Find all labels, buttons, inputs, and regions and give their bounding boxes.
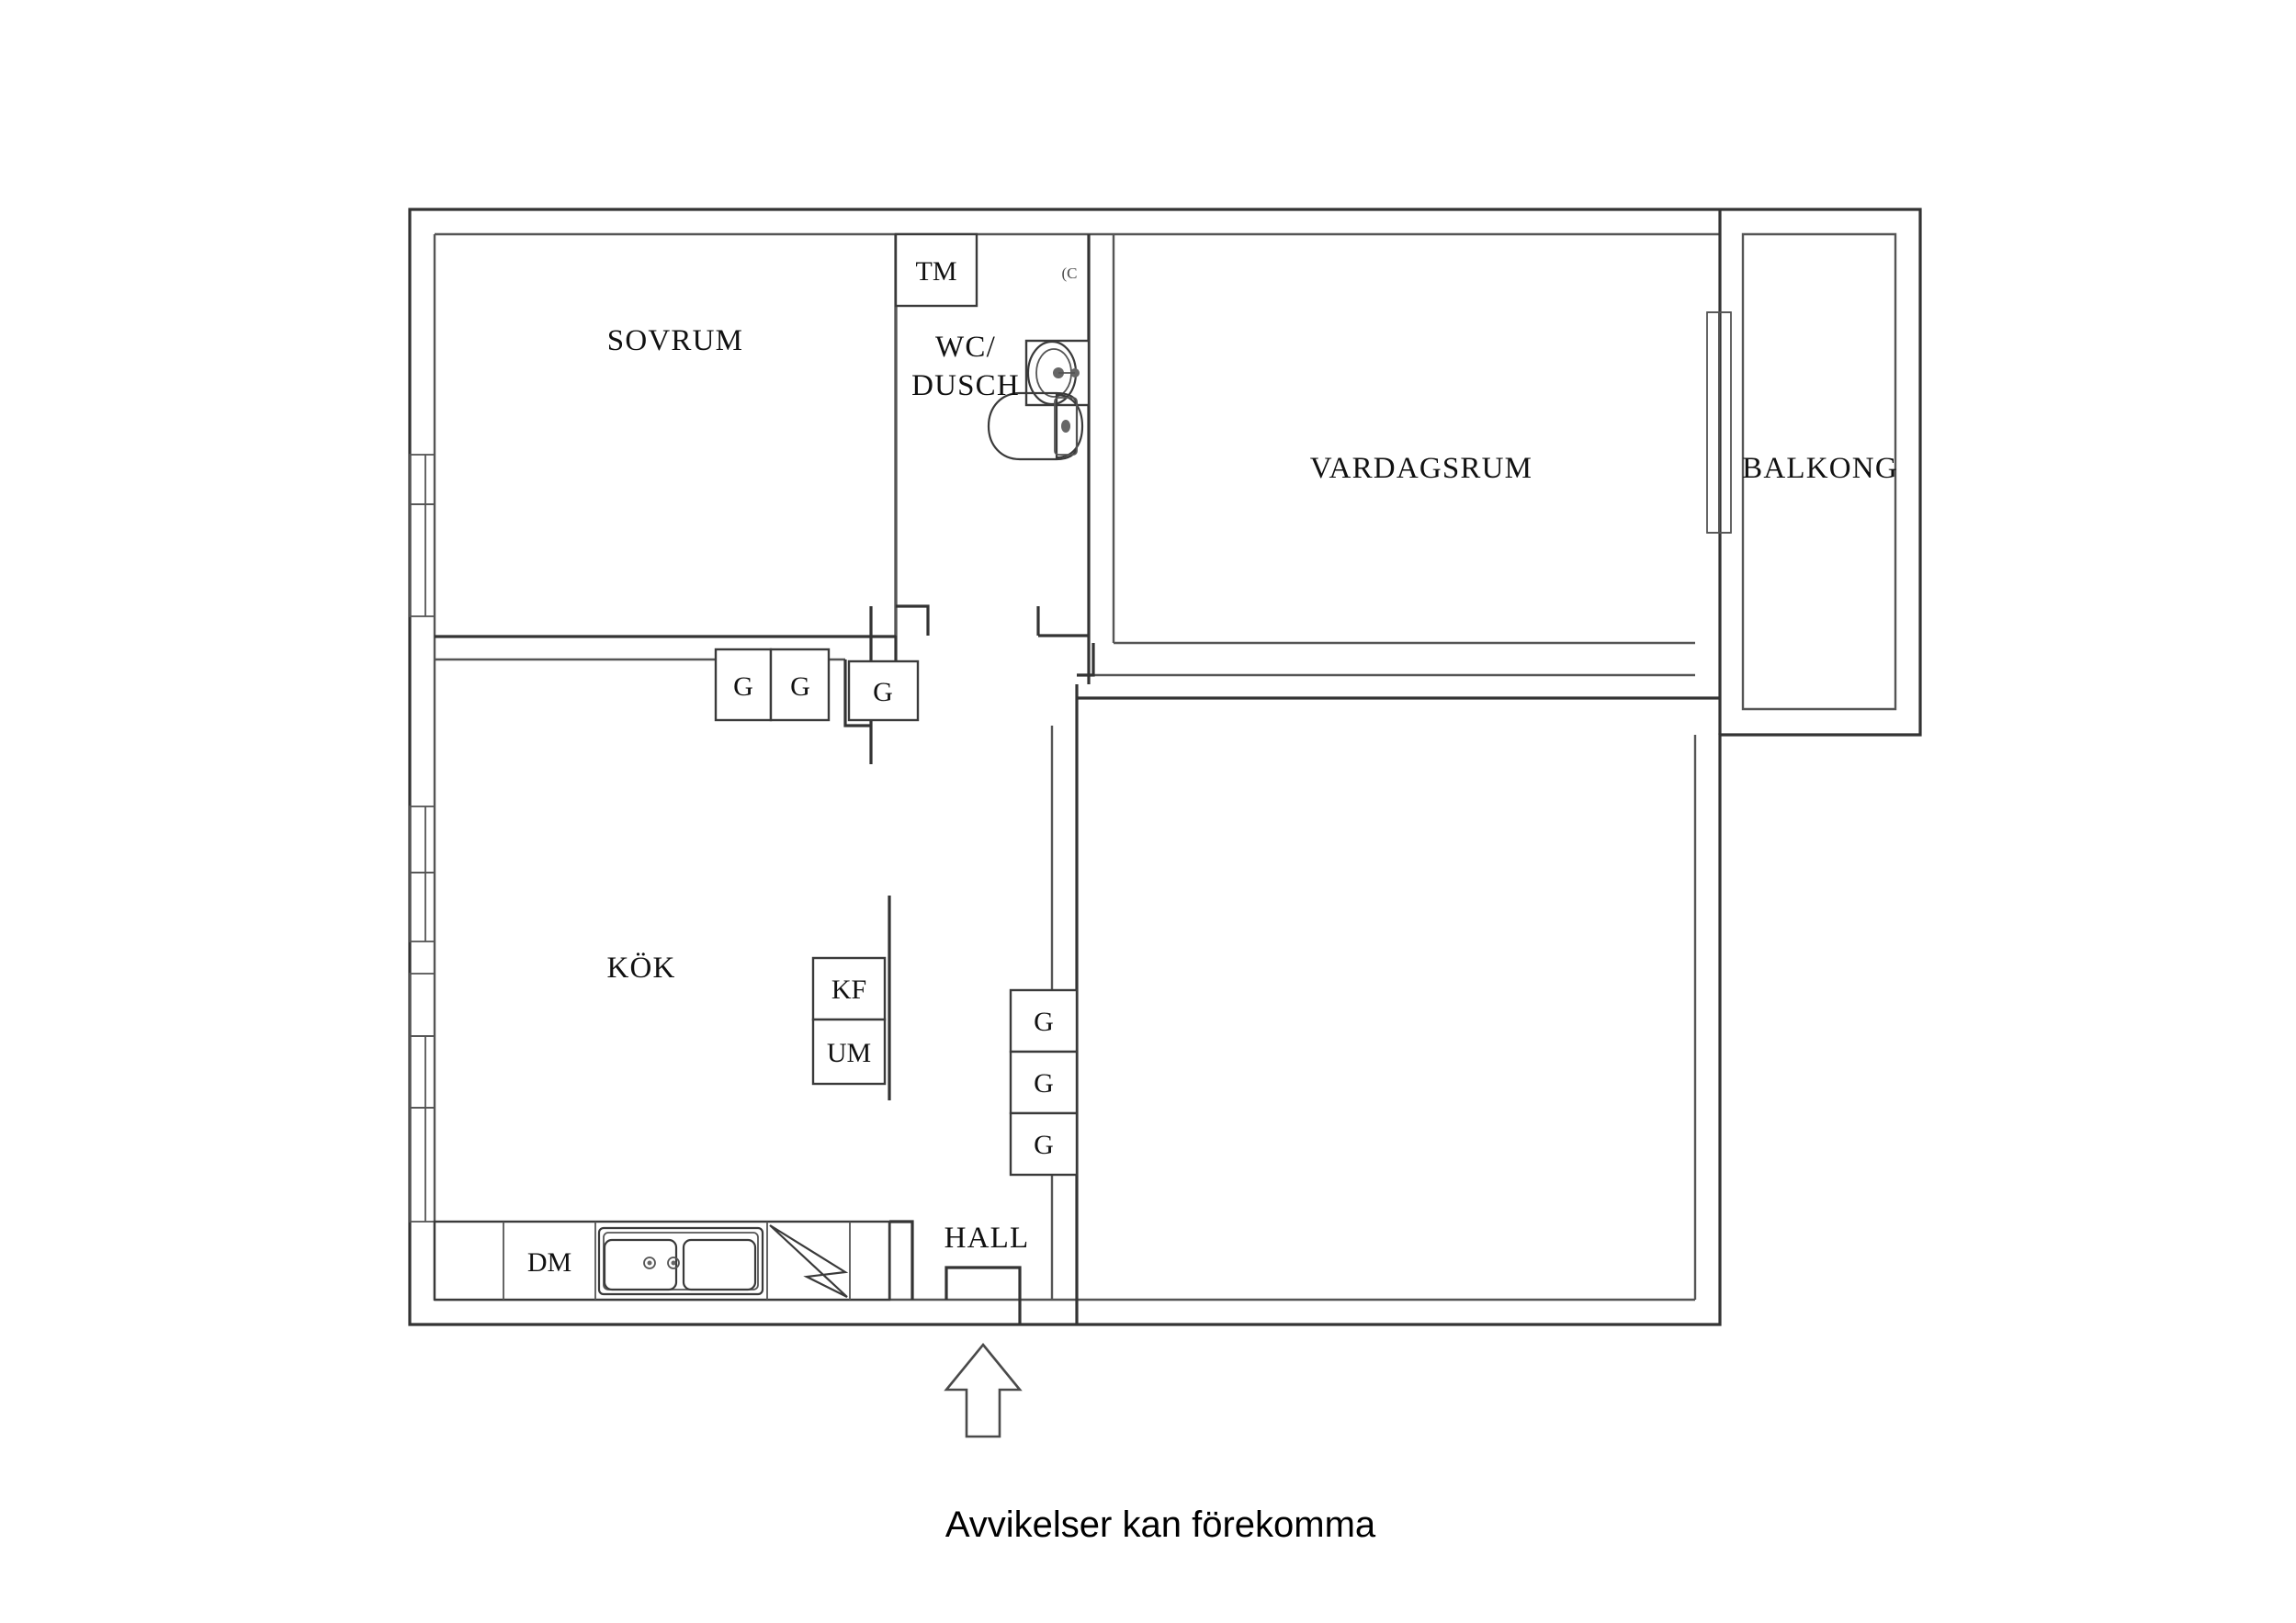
kitchen-sink-icon bbox=[597, 1226, 764, 1296]
fixture-label-refrigerator: KF bbox=[831, 975, 866, 1005]
window-symbol-icon bbox=[409, 973, 435, 1223]
window-symbol-icon bbox=[409, 454, 435, 617]
balcony-outline bbox=[1718, 209, 1897, 735]
fixture-label-wardrobe-3: G bbox=[873, 677, 893, 707]
fixture-label-hall-wardrobe-2: G bbox=[1034, 1068, 1054, 1099]
room-label-balkong: BALKONG bbox=[1742, 452, 1898, 485]
stove-hob-icon bbox=[769, 1224, 849, 1298]
room-label-wc-dusch-line2: DUSCH bbox=[911, 369, 1020, 402]
kitchen-appliance-column bbox=[811, 956, 887, 1086]
room-label-sovrum: SOVRUM bbox=[607, 324, 743, 357]
fixture-label-wardrobe-1: G bbox=[733, 671, 753, 702]
fixture-label-dishwasher: DM bbox=[527, 1247, 571, 1278]
shower-mark-label: (C bbox=[1062, 265, 1078, 282]
room-label-vardagsrum: VARDAGSRUM bbox=[1310, 452, 1533, 485]
window-symbol-icon bbox=[409, 806, 435, 942]
wardrobe-group-hall bbox=[1009, 988, 1079, 1177]
wardrobe-group-sovrum bbox=[714, 648, 920, 722]
entrance-arrow-icon bbox=[944, 1342, 1023, 1438]
window-symbol-icon-group-left bbox=[409, 454, 435, 1223]
disclaimer-caption: Avvikelser kan förekomma bbox=[945, 1505, 1376, 1545]
fixture-label-hall-wardrobe-1: G bbox=[1034, 1007, 1054, 1037]
tumble-dryer-box bbox=[894, 232, 978, 308]
kitchen-counter bbox=[433, 1220, 891, 1302]
fixture-label-tumble-dryer: TM bbox=[916, 256, 957, 287]
toilet-icon bbox=[987, 391, 1084, 461]
interior-walls bbox=[435, 234, 1720, 1324]
fixture-label-wardrobe-2: G bbox=[790, 671, 810, 702]
room-label-hall: HALL bbox=[944, 1222, 1030, 1255]
exterior-walls bbox=[408, 208, 1922, 1326]
room-label-kok: KÖK bbox=[606, 952, 675, 985]
balcony-door-icon bbox=[1706, 311, 1732, 534]
fixture-label-freezer: UM bbox=[827, 1038, 871, 1068]
fixture-label-hall-wardrobe-3: G bbox=[1034, 1130, 1054, 1160]
room-label-wc-dusch-line1: WC/ bbox=[935, 331, 996, 364]
